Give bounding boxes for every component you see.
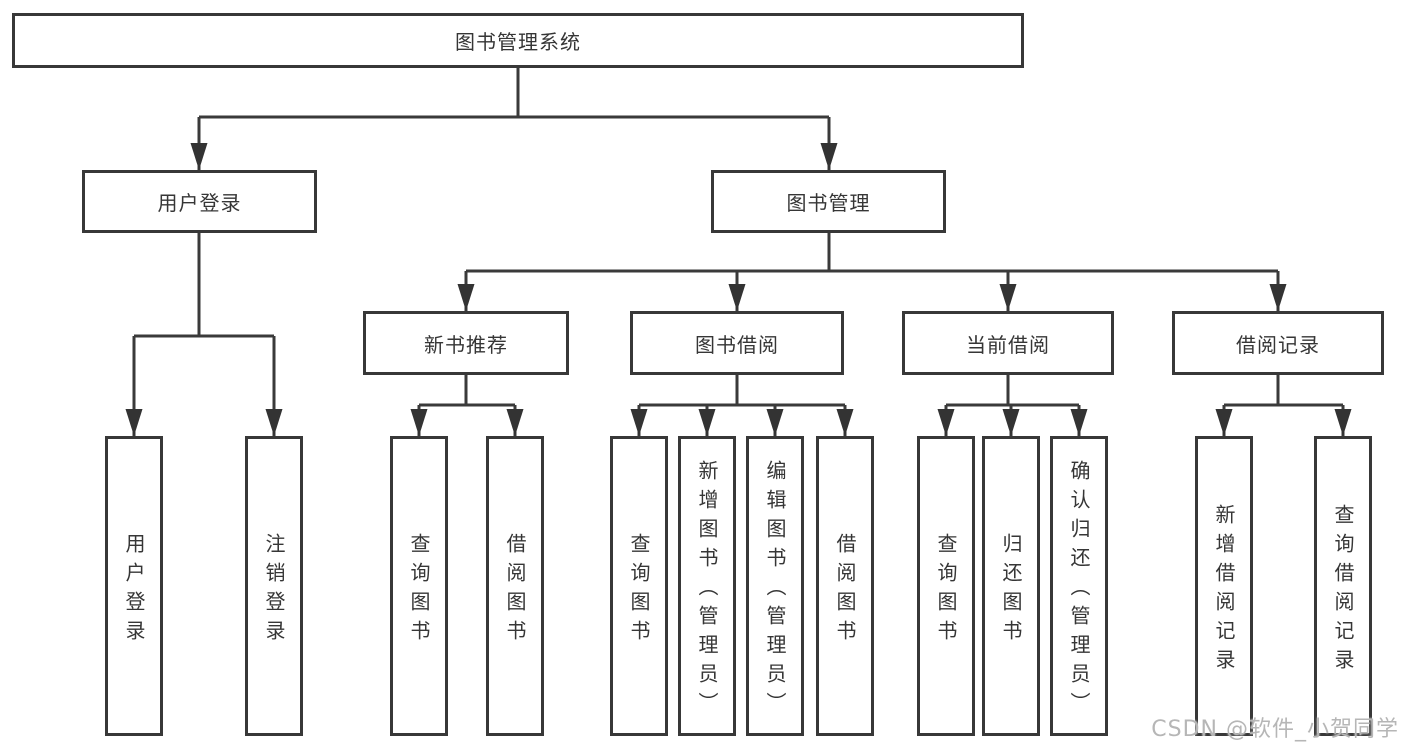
leaf-confirm-return-admin: 确认归还（管理员） — [1050, 436, 1108, 736]
node-root-library-system: 图书管理系统 — [12, 13, 1024, 68]
node-label: 新增图书（管理员） — [695, 460, 719, 721]
node-label: 图书管理 — [786, 191, 871, 215]
leaf-edit-book-admin: 编辑图书（管理员） — [746, 436, 804, 736]
leaf-borrow-books-recommend: 借阅图书 — [486, 436, 544, 736]
node-label: 注销登录 — [262, 532, 286, 649]
leaf-query-books-recommend: 查询图书 — [390, 436, 448, 736]
node-book-management: 图书管理 — [711, 170, 946, 233]
leaf-query-books-borrowing: 查询图书 — [610, 436, 668, 736]
node-label: 图书借阅 — [695, 332, 779, 357]
leaf-borrow-books-borrowing: 借阅图书 — [816, 436, 874, 736]
node-new-book-recommend: 新书推荐 — [363, 311, 569, 375]
csdn-watermark: CSDN @软件_小贺同学 — [1151, 717, 1399, 742]
node-book-borrowing: 图书借阅 — [630, 311, 844, 375]
node-label: 借阅图书 — [503, 532, 527, 649]
node-label: 新增借阅记录 — [1212, 503, 1236, 678]
node-label: 查询图书 — [627, 532, 651, 649]
node-label: 归还图书 — [999, 532, 1023, 649]
node-label: 查询图书 — [934, 532, 958, 649]
node-label: 编辑图书（管理员） — [763, 460, 787, 721]
node-label: 查询图书 — [407, 532, 431, 649]
node-label: 当前借阅 — [966, 332, 1050, 357]
node-borrowing-records: 借阅记录 — [1172, 311, 1384, 375]
leaf-logout: 注销登录 — [245, 436, 303, 736]
leaf-return-books: 归还图书 — [982, 436, 1040, 736]
leaf-add-borrow-record: 新增借阅记录 — [1195, 436, 1253, 736]
node-label: 用户登录 — [157, 191, 242, 215]
node-label: 用户登录 — [122, 532, 146, 649]
node-current-borrowing: 当前借阅 — [902, 311, 1114, 375]
node-label: 图书管理系统 — [455, 30, 581, 54]
node-user-login: 用户登录 — [82, 170, 317, 233]
node-label: 确认归还（管理员） — [1067, 460, 1091, 721]
node-label: 借阅记录 — [1236, 332, 1320, 357]
node-label: 新书推荐 — [424, 332, 508, 357]
node-label: 查询借阅记录 — [1331, 503, 1355, 678]
leaf-query-books-current: 查询图书 — [917, 436, 975, 736]
leaf-add-book-admin: 新增图书（管理员） — [678, 436, 736, 736]
arrowhead-icons — [125, 143, 1352, 436]
leaf-user-login: 用户登录 — [105, 436, 163, 736]
leaf-query-borrow-record: 查询借阅记录 — [1314, 436, 1372, 736]
node-label: 借阅图书 — [833, 532, 857, 649]
